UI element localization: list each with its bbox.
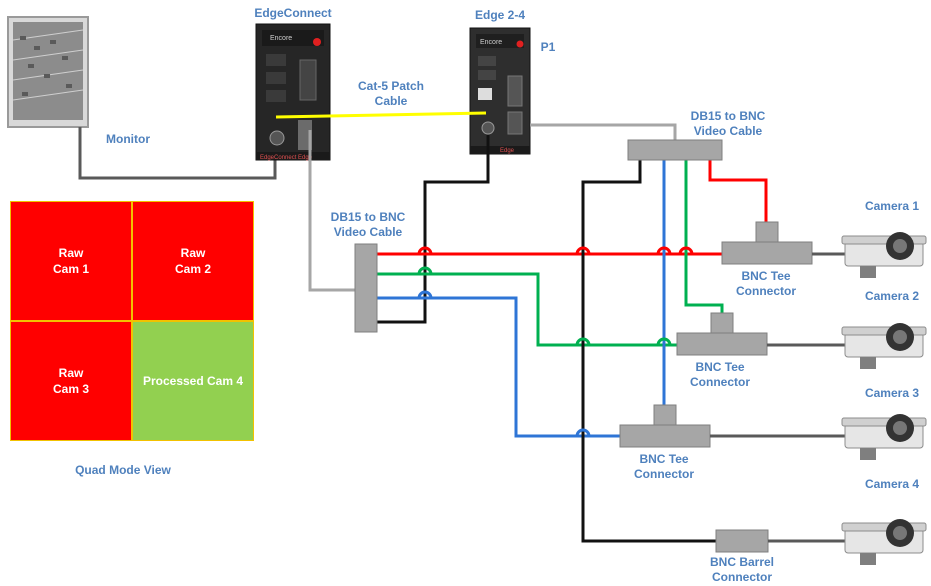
camera-3-label: Camera 3 [856, 386, 928, 401]
camera-1-label: Camera 1 [856, 199, 928, 214]
camera-4 [842, 519, 926, 565]
bnc-barrel [716, 530, 768, 552]
quad-cell-raw-cam-2: Raw Cam 2 [132, 201, 254, 321]
db15-top-label: DB15 to BNC Video Cable [680, 109, 776, 139]
camera-3 [842, 414, 926, 460]
bnc-tee-1-label: BNC Tee Connector [726, 269, 806, 299]
edge-p1-cable [530, 125, 675, 140]
db15-left-label: DB15 to BNC Video Cable [320, 210, 416, 240]
quad-cell-label: Raw Cam 3 [53, 365, 89, 397]
quad-cell-raw-cam-1: Raw Cam 1 [10, 201, 132, 321]
edge-footer: Edge [500, 148, 515, 154]
quad-cell-raw-cam-3: Raw Cam 3 [10, 321, 132, 441]
quad-cell-label: Raw Cam 1 [53, 245, 89, 277]
camera-2-label: Camera 2 [856, 289, 928, 304]
quad-cell-label: Processed Cam 4 [143, 373, 243, 389]
camera-2 [842, 323, 926, 369]
bnc-barrel-label: BNC Barrel Connector [700, 555, 784, 585]
quad-mode-view-label: Quad Mode View [60, 463, 186, 478]
camera-4-label: Camera 4 [856, 477, 928, 492]
p1-label: P1 [536, 40, 560, 55]
edgeconnect-brand: Encore [270, 35, 292, 42]
top-db15-splitter [628, 140, 722, 160]
edgeconnect-footer: EdgeConnect Edge [260, 155, 313, 161]
edge24-label: Edge 2-4 [466, 8, 534, 23]
edgeconnect-device: Encore EdgeConnect Edge [256, 24, 330, 161]
bnc-tee-2 [677, 313, 767, 355]
crossover-bumps [419, 248, 692, 436]
quad-cell-processed-cam-4: Processed Cam 4 [132, 321, 254, 441]
red-from-top-splitter [710, 160, 766, 222]
bnc-tee-1 [722, 222, 812, 264]
bnc-tee-3 [620, 405, 710, 447]
monitor-label: Monitor [96, 132, 160, 147]
edge-brand: Encore [480, 39, 502, 46]
green-from-top-splitter [686, 160, 722, 313]
quad-cell-label: Raw Cam 2 [175, 245, 211, 277]
bnc-tee-3-label: BNC Tee Connector [624, 452, 704, 482]
left-db15-splitter [355, 244, 377, 332]
green-video-line [377, 274, 677, 345]
edgeconnect-label: EdgeConnect [250, 6, 336, 21]
bnc-tee-2-label: BNC Tee Connector [680, 360, 760, 390]
cat5-label: Cat-5 Patch Cable [346, 79, 436, 109]
monitor [8, 17, 88, 127]
edge24-device: Encore Edge [470, 28, 530, 154]
camera-1 [842, 232, 926, 278]
